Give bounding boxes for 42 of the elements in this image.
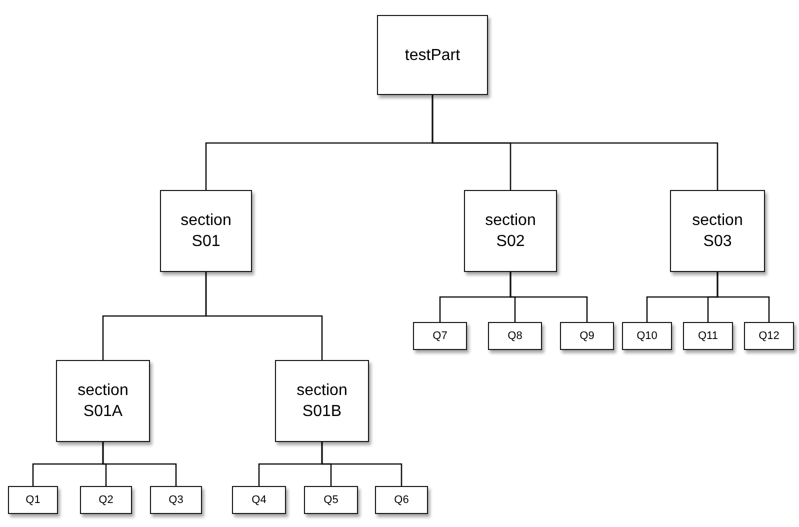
node-label: Q4: [252, 494, 266, 506]
tree-box: [150, 486, 202, 514]
node-label: testPart: [404, 46, 460, 66]
node-label: Q2: [98, 494, 114, 506]
tree-box: [375, 486, 428, 514]
tree-box: [377, 15, 488, 95]
connector-line: [102, 442, 177, 486]
node-label: Q8: [508, 330, 522, 342]
node-label: Q3: [168, 494, 184, 506]
tree-box: [488, 322, 542, 350]
tree-box: [80, 486, 132, 514]
connector-line: [321, 442, 402, 486]
connector-line: [510, 272, 588, 322]
node-label: Q7: [432, 330, 448, 342]
tree-box: [670, 190, 765, 272]
node-label: Q9: [580, 330, 594, 342]
tree-box: [304, 486, 358, 514]
node-label: Q6: [394, 494, 409, 506]
tree-box: [275, 360, 369, 442]
tree-box: [8, 486, 58, 514]
node-label: section S01: [180, 211, 232, 252]
connector-line: [716, 272, 770, 322]
tree-box: [232, 486, 286, 514]
tree-box: [464, 190, 557, 272]
node-label: section S03: [691, 211, 744, 252]
node-label: Q1: [26, 494, 40, 506]
node-label: Q5: [324, 494, 338, 506]
node-label: section S01B: [296, 381, 348, 422]
node-label: Q10: [636, 330, 658, 342]
connector-line: [205, 272, 323, 360]
node-label: section S02: [484, 211, 537, 252]
connector-line: [432, 95, 718, 190]
tree-box: [744, 322, 794, 350]
tree-box: [560, 322, 614, 350]
tree-box: [683, 322, 733, 350]
tree-box: [56, 360, 150, 442]
tree-box: [160, 190, 252, 272]
node-label: Q11: [698, 330, 718, 342]
tree-box: [622, 322, 672, 350]
node-label: Q12: [758, 330, 780, 342]
node-label: section S01A: [76, 381, 130, 422]
tree-box: [413, 322, 467, 350]
